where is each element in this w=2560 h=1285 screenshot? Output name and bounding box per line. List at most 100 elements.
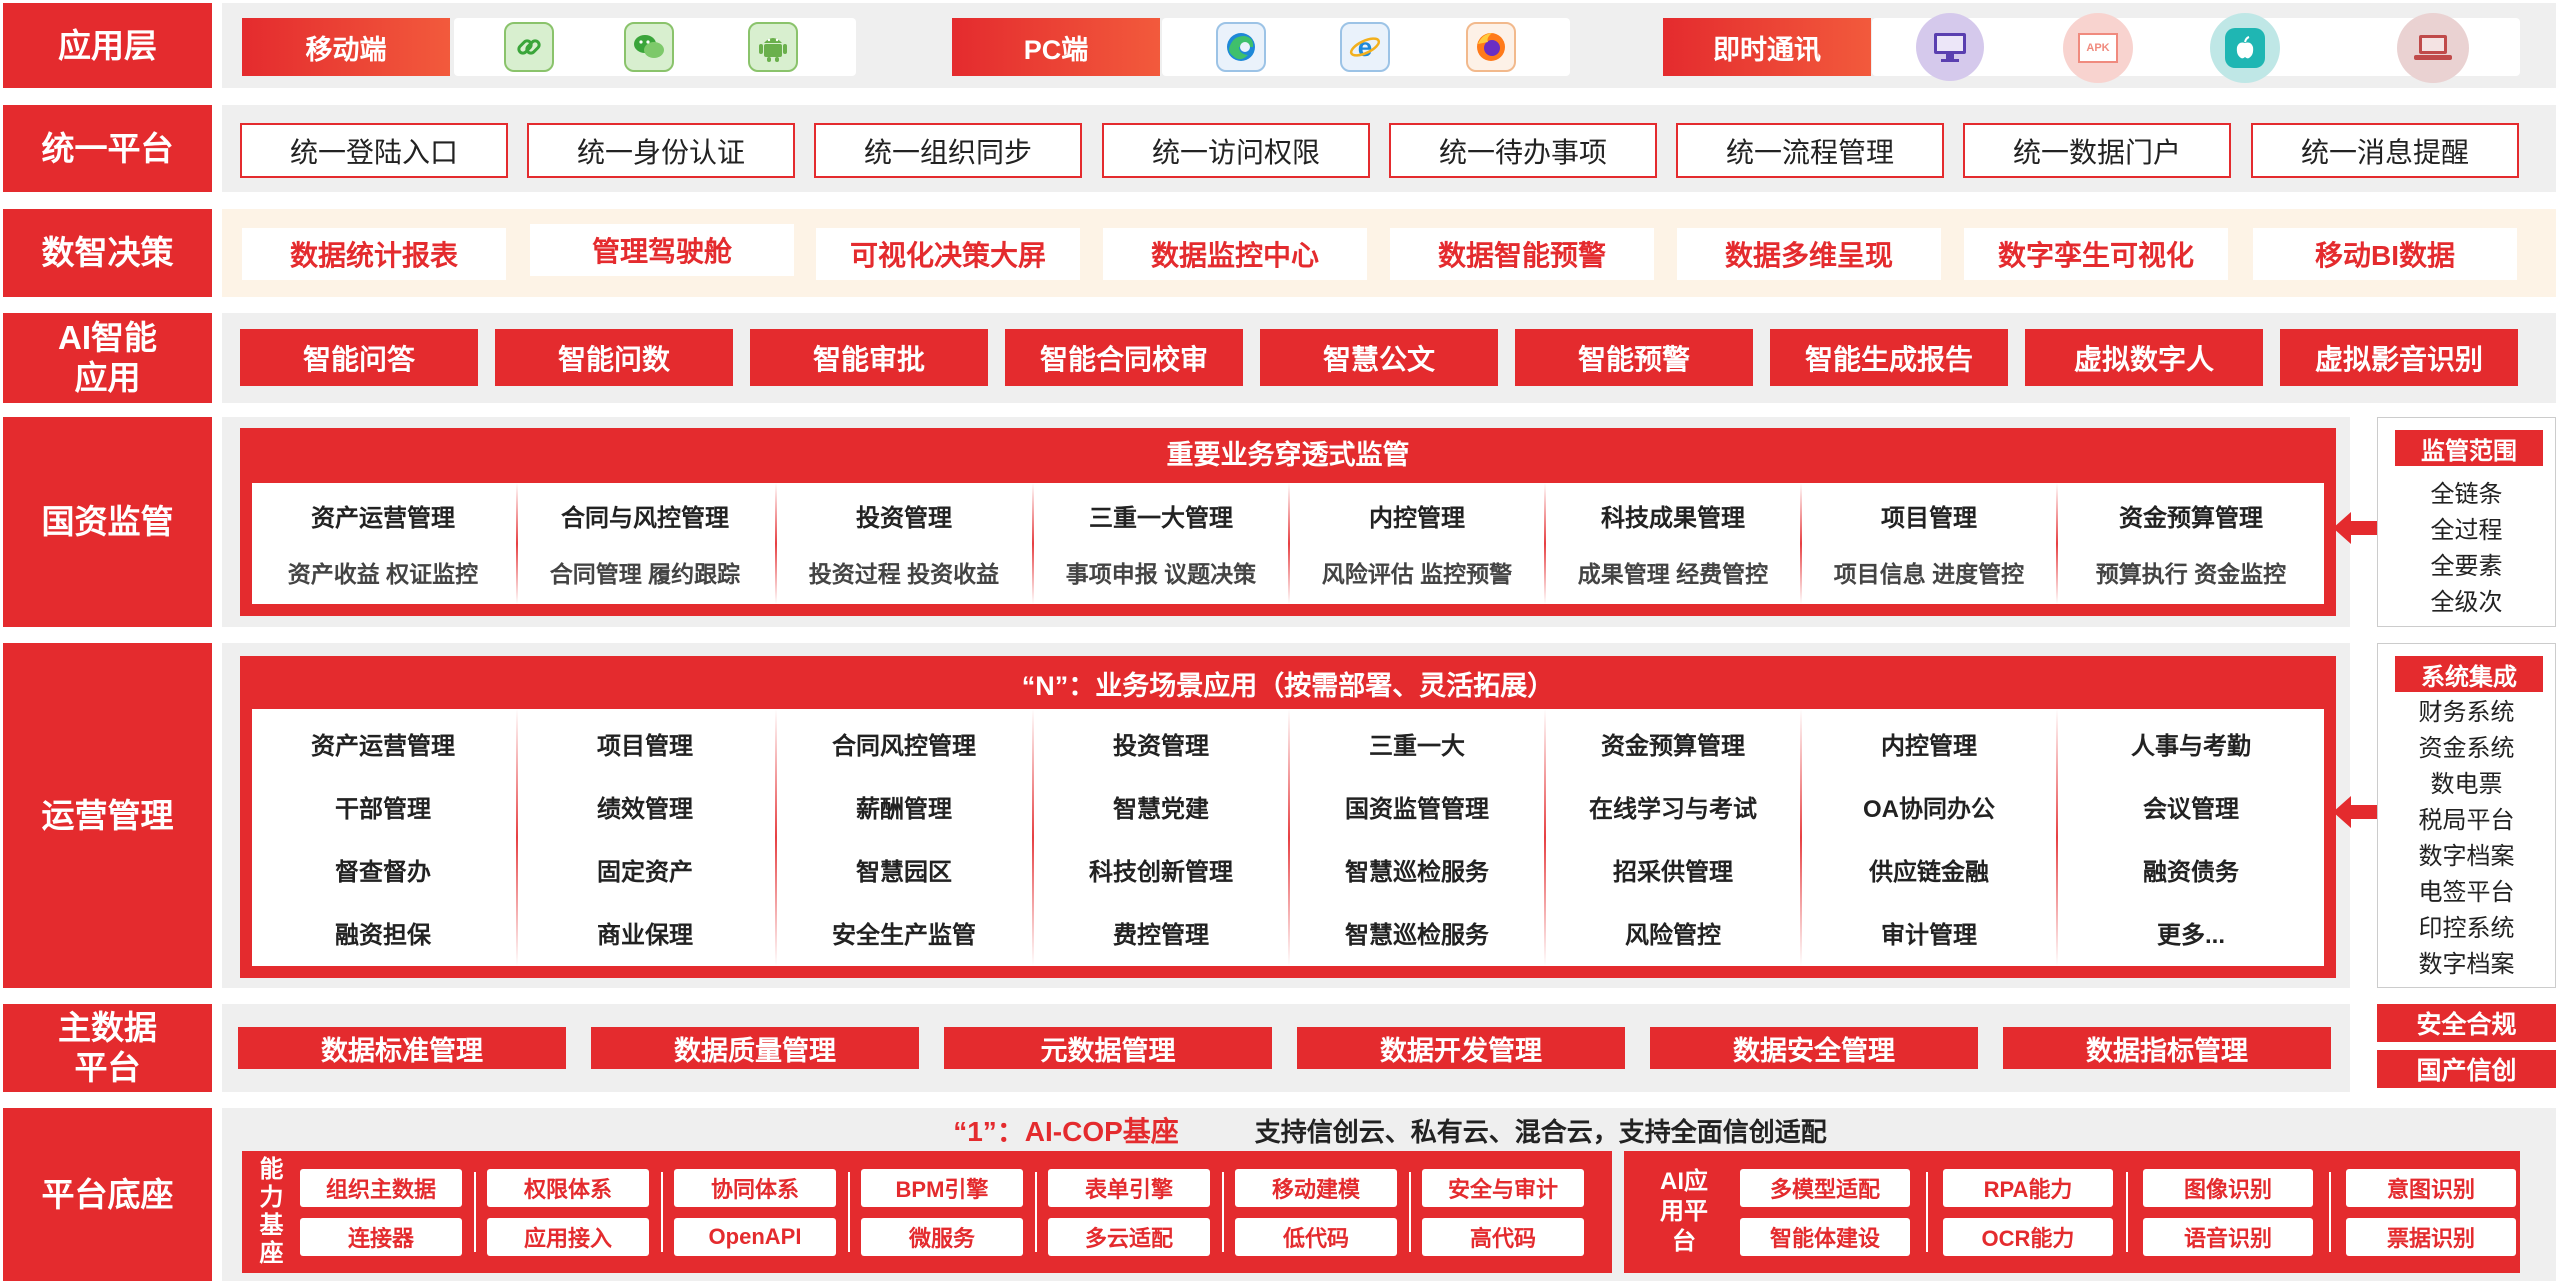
capability-item[interactable]: 权限体系	[487, 1169, 649, 1207]
ai-platform-item[interactable]: 票据识别	[2346, 1218, 2516, 1256]
masterdata-item-quality[interactable]: 数据质量管理	[591, 1027, 919, 1069]
supervision-cell-internal-control[interactable]: 内控管理风险评估 监控预警	[1290, 483, 1544, 604]
operations-item[interactable]: 固定资产	[597, 859, 693, 886]
unify-item-identity[interactable]: 统一身份认证	[527, 123, 795, 178]
firefox-icon[interactable]	[1466, 22, 1516, 72]
decision-item-twin[interactable]: 数字孪生可视化	[1964, 228, 2228, 280]
supervision-cell-asset[interactable]: 资产运营管理资产收益 权证监控	[252, 483, 514, 604]
ai-platform-item[interactable]: 意图识别	[2346, 1169, 2516, 1207]
decision-item-report[interactable]: 数据统计报表	[242, 228, 506, 280]
masterdata-item-standard[interactable]: 数据标准管理	[238, 1027, 566, 1069]
masterdata-item-metadata[interactable]: 元数据管理	[944, 1027, 1272, 1069]
operations-item[interactable]: 合同风控管理	[832, 733, 976, 760]
operations-item[interactable]: 国资监管管理	[1345, 796, 1489, 823]
supervision-cell-budget[interactable]: 资金预算管理预算执行 资金监控	[2058, 483, 2324, 604]
supervision-cell-tech[interactable]: 科技成果管理成果管理 经费管控	[1546, 483, 1800, 604]
ai-platform-item[interactable]: 图像识别	[2143, 1169, 2313, 1207]
capability-item[interactable]: 组织主数据	[300, 1169, 462, 1207]
operations-item[interactable]: 会议管理	[2143, 796, 2239, 823]
operations-item[interactable]: 内控管理	[1881, 733, 1977, 760]
operations-item[interactable]: 绩效管理	[597, 796, 693, 823]
operations-item[interactable]: 薪酬管理	[856, 796, 952, 823]
capability-item[interactable]: BPM引擎	[861, 1169, 1023, 1207]
apple-icon[interactable]	[2210, 13, 2280, 83]
operations-item[interactable]: 督查督办	[335, 859, 431, 886]
capability-item[interactable]: 协同体系	[674, 1169, 836, 1207]
operations-item[interactable]: OA协同办公	[1863, 796, 1995, 823]
capability-item[interactable]: 微服务	[861, 1218, 1023, 1256]
capability-item[interactable]: 移动建模	[1235, 1169, 1397, 1207]
operations-item[interactable]: 干部管理	[335, 796, 431, 823]
unify-item-message[interactable]: 统一消息提醒	[2251, 123, 2519, 178]
ai-item-document[interactable]: 智慧公文	[1260, 329, 1498, 386]
operations-item[interactable]: 风险管控	[1625, 922, 1721, 949]
ai-item-data-qa[interactable]: 智能问数	[495, 329, 733, 386]
ai-item-contract[interactable]: 智能合同校审	[1005, 329, 1243, 386]
operations-item[interactable]: 安全生产监管	[832, 922, 976, 949]
edge-icon[interactable]	[1216, 22, 1266, 72]
wechat-icon[interactable]	[624, 22, 674, 72]
operations-item[interactable]: 审计管理	[1881, 922, 1977, 949]
unify-item-access[interactable]: 统一访问权限	[1102, 123, 1370, 178]
capability-item[interactable]: OpenAPI	[674, 1218, 836, 1256]
operations-item[interactable]: 科技创新管理	[1089, 859, 1233, 886]
ai-item-av-recognition[interactable]: 虚拟影音识别	[2280, 329, 2518, 386]
ai-platform-item[interactable]: OCR能力	[1943, 1218, 2113, 1256]
masterdata-item-security[interactable]: 数据安全管理	[1650, 1027, 1978, 1069]
decision-item-monitor[interactable]: 数据监控中心	[1103, 228, 1367, 280]
operations-item[interactable]: 融资债务	[2143, 859, 2239, 886]
unify-item-login[interactable]: 统一登陆入口	[240, 123, 508, 178]
security-compliance-tag[interactable]: 安全合规	[2377, 1004, 2556, 1042]
ai-platform-item[interactable]: RPA能力	[1943, 1169, 2113, 1207]
decision-item-bigscreen[interactable]: 可视化决策大屏	[816, 228, 1080, 280]
ai-item-digital-human[interactable]: 虚拟数字人	[2025, 329, 2263, 386]
capability-item[interactable]: 连接器	[300, 1218, 462, 1256]
unify-item-portal[interactable]: 统一数据门户	[1963, 123, 2231, 178]
operations-item[interactable]: 更多...	[2156, 922, 2225, 949]
pc-tag[interactable]: PC端	[952, 18, 1160, 76]
capability-item[interactable]: 多云适配	[1048, 1218, 1210, 1256]
supervision-cell-three-major[interactable]: 三重一大管理事项申报 议题决策	[1034, 483, 1288, 604]
operations-item[interactable]: 商业保理	[597, 922, 693, 949]
ai-item-warning[interactable]: 智能预警	[1515, 329, 1753, 386]
unify-item-org-sync[interactable]: 统一组织同步	[814, 123, 1082, 178]
ie-icon[interactable]: e	[1340, 22, 1390, 72]
capability-item[interactable]: 低代码	[1235, 1218, 1397, 1256]
operations-item[interactable]: 智慧园区	[856, 859, 952, 886]
ai-item-qa[interactable]: 智能问答	[240, 329, 478, 386]
masterdata-item-development[interactable]: 数据开发管理	[1297, 1027, 1625, 1069]
capability-item[interactable]: 高代码	[1422, 1218, 1584, 1256]
android-icon[interactable]	[748, 22, 798, 72]
operations-item[interactable]: 人事与考勤	[2131, 733, 2251, 760]
ai-item-report[interactable]: 智能生成报告	[1770, 329, 2008, 386]
capability-item[interactable]: 应用接入	[487, 1218, 649, 1256]
apk-icon[interactable]: APK	[2063, 13, 2133, 83]
masterdata-item-metrics[interactable]: 数据指标管理	[2003, 1027, 2331, 1069]
unify-item-todo[interactable]: 统一待办事项	[1389, 123, 1657, 178]
operations-item[interactable]: 招采供管理	[1613, 859, 1733, 886]
unify-item-process[interactable]: 统一流程管理	[1676, 123, 1944, 178]
decision-item-multidim[interactable]: 数据多维呈现	[1677, 228, 1941, 280]
decision-item-cockpit[interactable]: 管理驾驶舱	[530, 224, 794, 276]
operations-item[interactable]: 融资担保	[335, 922, 431, 949]
operations-item[interactable]: 费控管理	[1113, 922, 1209, 949]
decision-item-warning[interactable]: 数据智能预警	[1390, 228, 1654, 280]
operations-item[interactable]: 资产运营管理	[311, 733, 455, 760]
supervision-cell-contract[interactable]: 合同与风控管理合同管理 履约跟踪	[517, 483, 773, 604]
operations-item[interactable]: 资金预算管理	[1601, 733, 1745, 760]
operations-item[interactable]: 供应链金融	[1869, 859, 1989, 886]
operations-item[interactable]: 投资管理	[1113, 733, 1209, 760]
supervision-cell-project[interactable]: 项目管理项目信息 进度管控	[1802, 483, 2056, 604]
capability-item[interactable]: 表单引擎	[1048, 1169, 1210, 1207]
operations-item[interactable]: 在线学习与考试	[1589, 796, 1757, 823]
supervision-cell-investment[interactable]: 投资管理投资过程 投资收益	[777, 483, 1031, 604]
ai-platform-item[interactable]: 智能体建设	[1740, 1218, 1910, 1256]
ai-item-approval[interactable]: 智能审批	[750, 329, 988, 386]
laptop-icon[interactable]	[2397, 13, 2469, 83]
operations-item[interactable]: 三重一大	[1369, 733, 1465, 760]
capability-item[interactable]: 安全与审计	[1422, 1169, 1584, 1207]
xinchuang-tag[interactable]: 国产信创	[2377, 1050, 2556, 1088]
link-icon[interactable]	[504, 22, 554, 72]
operations-item[interactable]: 智慧巡检服务	[1345, 922, 1489, 949]
mobile-tag[interactable]: 移动端	[242, 18, 450, 76]
